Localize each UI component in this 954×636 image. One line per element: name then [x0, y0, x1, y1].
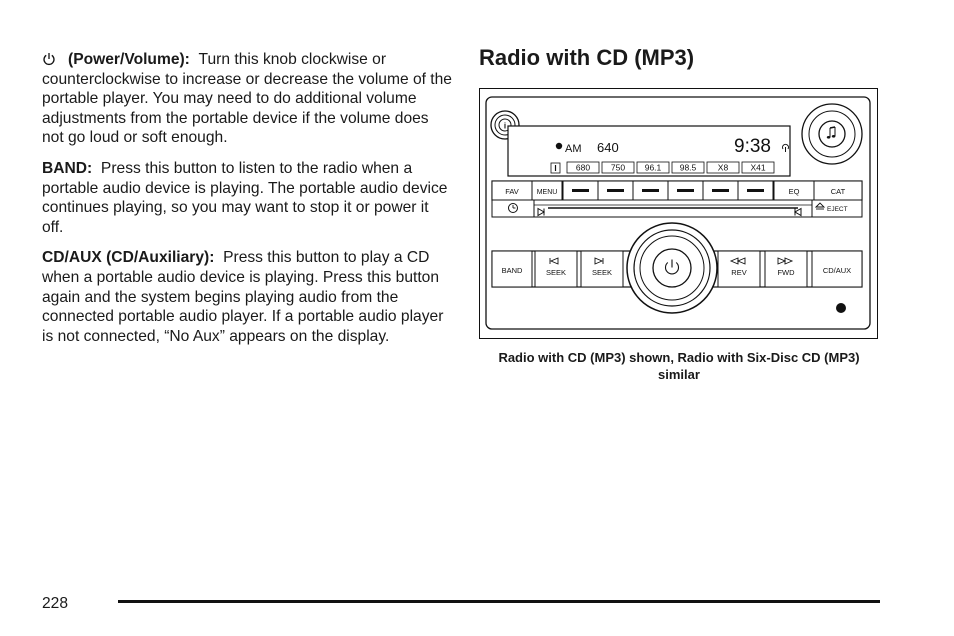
svg-text:EQ: EQ — [789, 187, 800, 196]
preset-3: 96.1 — [645, 163, 662, 173]
power-volume-text: Turn this knob clockwise or counterclock… — [42, 51, 452, 147]
display-clock: 9:38 — [734, 136, 771, 157]
figure-caption: Radio with CD (MP3) shown, Radio with Si… — [498, 350, 860, 382]
svg-text:BAND: BAND — [502, 266, 523, 275]
radio-illustration: i AM 640 9:38 — [479, 88, 878, 339]
cd-aux-text: Press this button to play a CD when a po… — [42, 249, 444, 345]
svg-text:FAV: FAV — [505, 187, 519, 196]
tune-knob — [801, 103, 863, 165]
display-band: AM — [565, 143, 582, 155]
svg-text:FWD: FWD — [777, 268, 795, 277]
eq-button: EQ — [773, 180, 815, 201]
svg-text:SEEK: SEEK — [546, 268, 566, 277]
power-volume-knob — [626, 222, 718, 314]
preset-6: X41 — [750, 163, 765, 173]
eject-button: EJECT — [811, 199, 863, 218]
page-number: 228 — [42, 595, 69, 612]
seek-forward-icon — [594, 257, 604, 265]
top-button-row: FAV MENU EQ — [491, 180, 863, 201]
preset-1: 680 — [576, 163, 590, 173]
rev-button: REV — [717, 250, 761, 288]
sun-icon — [555, 142, 563, 150]
cd-aux-term: CD/AUX (CD/Auxiliary): — [42, 249, 215, 267]
preset-5: X8 — [718, 163, 729, 173]
power-icon — [43, 53, 55, 66]
prev-folder-icon — [537, 207, 545, 217]
music-note-icon — [826, 126, 836, 139]
display-frequency: 640 — [597, 140, 619, 155]
band-term: BAND: — [42, 159, 93, 177]
preset-page-icon — [550, 162, 561, 174]
power-volume-paragraph: (Power/Volume): Turn this knob clockwise… — [42, 50, 452, 148]
cd-aux-button: CD/AUX — [811, 250, 863, 288]
menu-button: MENU — [531, 180, 563, 201]
knob-power-icon — [664, 259, 680, 275]
section-heading: Radio with CD (MP3) — [479, 45, 695, 70]
fast-forward-icon — [777, 257, 794, 265]
next-folder-icon — [794, 207, 802, 217]
cat-button: CAT — [813, 180, 863, 201]
antenna-signal-icon — [782, 143, 789, 152]
power-volume-term: (Power/Volume): — [68, 51, 190, 68]
seek-back-icon — [549, 257, 559, 265]
preset-4: 98.5 — [680, 163, 697, 173]
cd-aux-paragraph: CD/AUX (CD/Auxiliary): Press this button… — [42, 248, 452, 346]
seek-forward-button: SEEK — [580, 250, 624, 288]
preset-2: 750 — [611, 163, 625, 173]
svg-text:EJECT: EJECT — [827, 206, 848, 213]
preset-buttons — [562, 180, 774, 201]
svg-text:MENU: MENU — [537, 189, 558, 196]
svg-text:CD/AUX: CD/AUX — [823, 266, 851, 275]
preset-labels: 680 750 96.1 98.5 X8 X41 — [566, 161, 775, 174]
clock-icon — [508, 203, 518, 213]
band-paragraph: BAND: Press this button to listen to the… — [42, 159, 452, 237]
rewind-icon — [729, 257, 746, 265]
cd-slot-row: EJECT — [491, 199, 863, 218]
bottom-button-row: BAND SEEK SEEK — [491, 250, 863, 288]
svg-text:i: i — [504, 122, 506, 131]
band-button: BAND — [491, 250, 533, 288]
aux-input-jack — [836, 303, 846, 313]
seek-back-button: SEEK — [534, 250, 578, 288]
svg-text:CAT: CAT — [831, 187, 846, 196]
left-column: (Power/Volume): Turn this knob clockwise… — [42, 50, 452, 357]
svg-text:REV: REV — [731, 268, 746, 277]
band-text: Press this button to listen to the radio… — [42, 159, 448, 236]
eject-icon — [814, 202, 826, 210]
footer-rule — [118, 600, 880, 603]
radio-faceplate: i AM 640 9:38 — [485, 96, 871, 330]
fav-button: FAV — [491, 180, 533, 201]
svg-text:SEEK: SEEK — [592, 268, 612, 277]
fwd-button: FWD — [764, 250, 808, 288]
